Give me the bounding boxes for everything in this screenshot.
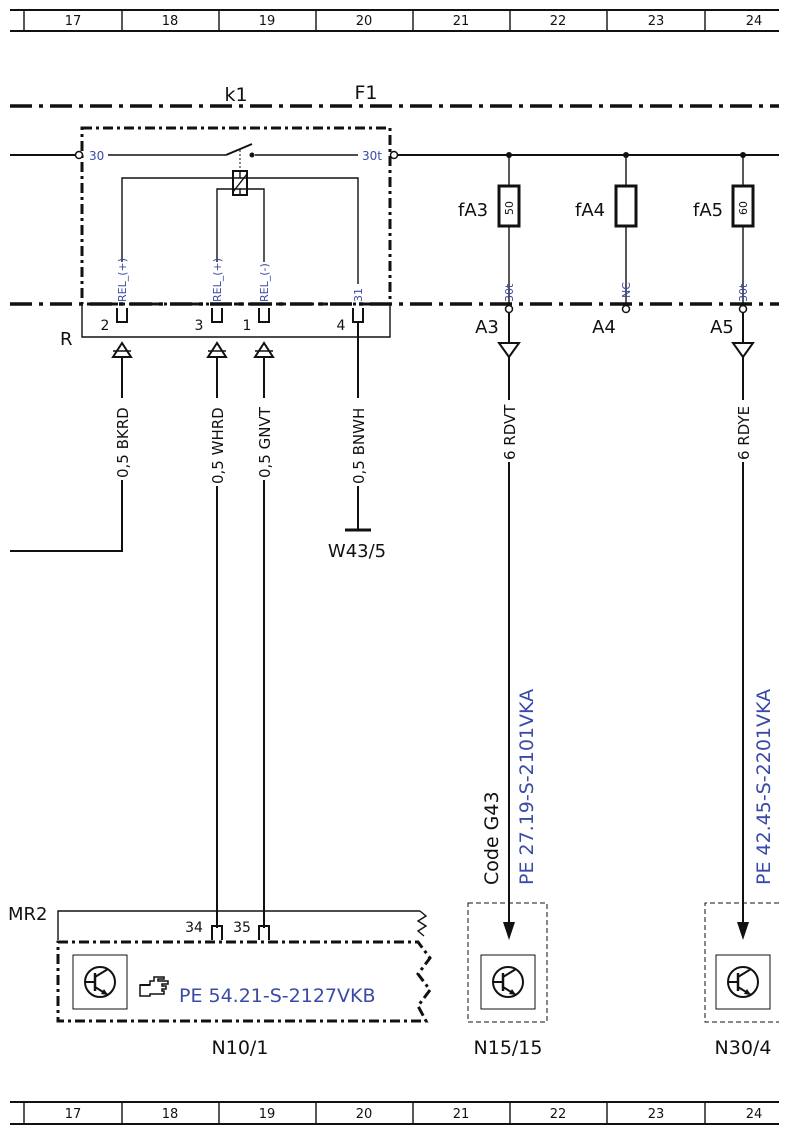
ruler-col-20: 20	[356, 14, 373, 29]
connector-mr2: MR2 34 35	[8, 904, 428, 940]
fuse-fa5	[731, 184, 755, 228]
relay-pin-number-2: 2	[101, 318, 110, 334]
connection-arrow	[731, 342, 755, 359]
component-n15-15-box	[467, 902, 548, 1023]
connection-arrow	[497, 342, 521, 359]
wire-label-rdvt: 6 RDVT	[501, 404, 519, 460]
component-n30-4-label: N30/4	[715, 1037, 772, 1059]
relay-pin-label-2: REL_(+)	[116, 258, 129, 302]
code-label: Code G43	[481, 791, 503, 885]
connector-r: R 2 3 1 4	[60, 304, 391, 350]
ruler-col-24: 24	[746, 14, 763, 29]
fuse-fa4	[614, 184, 638, 228]
fuse-output-a4: A4	[592, 317, 616, 338]
connector-mr2-pin-35: 35	[233, 920, 251, 936]
relay-pin-label-4: 31	[352, 288, 365, 302]
ground-label: W43/5	[328, 541, 386, 562]
wire-label-gnvt: 0,5 GNVT	[256, 406, 274, 478]
relay-pin-number-3: 3	[195, 318, 204, 334]
ruler-col-22: 22	[550, 1107, 567, 1122]
fusebox-name: F1	[354, 82, 377, 104]
fuse-output-a5: A5	[710, 317, 734, 338]
fuse-fa4-terminal: NC	[620, 282, 633, 298]
fuse-fa5-label: fA5	[693, 200, 723, 221]
ruler-col-18: 18	[162, 1107, 179, 1122]
connection-arrow	[253, 341, 275, 358]
connection-arrow	[206, 341, 228, 358]
ruler-col-24: 24	[746, 1107, 763, 1122]
arrow-into-n30-4	[737, 922, 749, 940]
fuse-fa5-rating: 60	[737, 201, 750, 215]
transistor-icon	[492, 966, 524, 998]
connection-arrow	[111, 341, 133, 358]
ruler-col-23: 23	[648, 14, 665, 29]
component-n15-15-label: N15/15	[474, 1037, 543, 1059]
ruler-col-17: 17	[65, 1107, 82, 1122]
fusebox-f1: 50 fA3 30t fA4 NC 60 fA5 30t A3 A4 A5	[398, 152, 779, 338]
component-n30-4	[704, 902, 779, 1023]
wire-label-bkrd: 0,5 BKRD	[114, 407, 132, 478]
fuse-fa3-label: fA3	[458, 200, 488, 221]
fuse-fa3-rating: 50	[503, 201, 516, 215]
wire-label-whrd: 0,5 WHRD	[209, 407, 227, 484]
component-n30-4-box	[704, 902, 779, 1023]
relay-pin-label-1: REL_(-)	[258, 263, 271, 302]
ruler-col-17: 17	[65, 14, 82, 29]
fuse-fa4-label: fA4	[575, 200, 605, 221]
ruler-bottom: 17 18 19 20 21 22 23 24	[10, 1101, 779, 1125]
connector-mr2-label: MR2	[8, 904, 48, 925]
ruler-col-23: 23	[648, 1107, 665, 1122]
transistor-icon	[84, 966, 116, 998]
wire-label-bnwh: 0,5 BNWH	[350, 408, 368, 484]
relay-pin-number-4: 4	[337, 318, 346, 334]
component-n15-15	[467, 902, 548, 1023]
ruler-col-22: 22	[550, 14, 567, 29]
ruler-col-19: 19	[259, 14, 276, 29]
component-n10-1-box	[56, 940, 432, 1023]
relay-terminal-30t: 30t	[362, 149, 382, 163]
ruler-col-21: 21	[453, 1107, 470, 1122]
relay-k1: 30 30t	[10, 126, 399, 306]
relay-pin-label-3: REL_(+)	[211, 258, 224, 302]
connector-mr2-pin-34: 34	[185, 920, 203, 936]
ref-link-2[interactable]: PE 42.45-S-2201VKA	[753, 689, 775, 885]
relay-pin-number-1: 1	[243, 318, 252, 334]
ruler-col-18: 18	[162, 14, 179, 29]
ruler-top: 17 18 19 20 21 22 23 24	[10, 9, 779, 32]
relay-name: k1	[224, 84, 247, 106]
relay-box	[80, 126, 392, 306]
fuse-output-a3: A3	[475, 317, 499, 338]
ruler-col-19: 19	[259, 1107, 276, 1122]
ref-link-3[interactable]: PE 54.21-S-2127VKB	[179, 985, 376, 1007]
ref-link-1[interactable]: PE 27.19-S-2101VKA	[516, 689, 538, 885]
fuse-fa3-terminal: 30t	[503, 283, 516, 302]
relay-terminal-30: 30	[89, 149, 104, 163]
wire-bkrd	[10, 357, 123, 552]
transistor-icon	[727, 966, 759, 998]
wire-label-rdye: 6 RDYE	[735, 406, 753, 460]
component-n10-1-inner	[72, 954, 128, 1010]
fuse-fa3	[497, 184, 521, 228]
component-n10-1: PE 54.21-S-2127VKB	[56, 940, 432, 1023]
relay-switch-contact	[225, 143, 253, 156]
pointing-hand-icon	[139, 976, 169, 997]
connector-r-label: R	[60, 329, 73, 350]
component-n10-1-label: N10/1	[212, 1037, 269, 1059]
fuse-fa5-terminal: 30t	[737, 283, 750, 302]
arrow-into-n15-15	[503, 922, 515, 940]
ruler-col-21: 21	[453, 14, 470, 29]
ruler-col-20: 20	[356, 1107, 373, 1122]
